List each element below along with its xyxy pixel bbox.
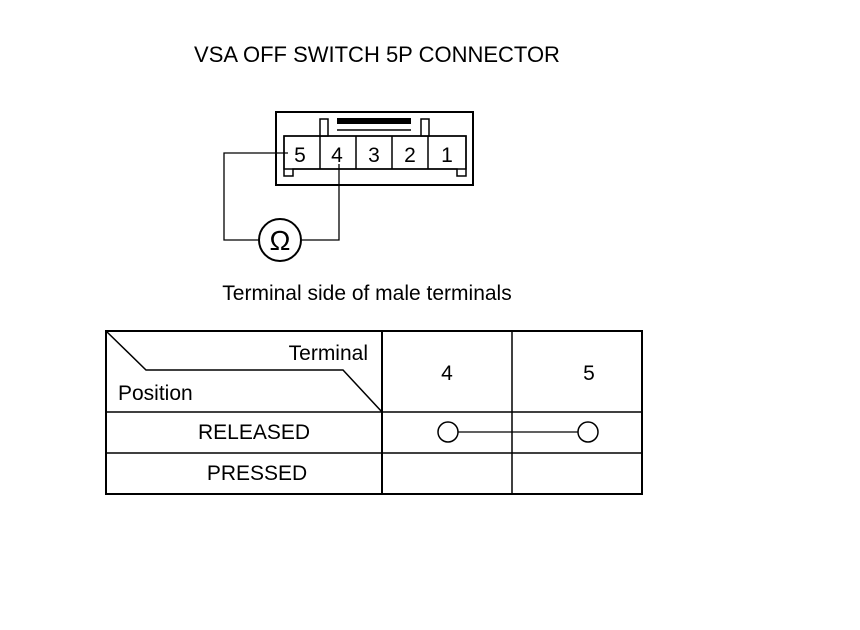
pin-label-3: 3 (368, 144, 380, 167)
pin-label-1: 1 (441, 144, 453, 167)
terminal-column-5: 5 (583, 362, 595, 385)
position-pressed: PRESSED (207, 462, 307, 485)
terminal-side-caption: Terminal side of male terminals (222, 282, 511, 305)
connector-5p: 5 4 3 2 1 (275, 111, 474, 186)
connector-tab-left (319, 118, 329, 137)
continuity-node-terminal-5 (577, 421, 599, 443)
header-diagonal-line (105, 330, 383, 413)
pin-label-4: 4 (331, 144, 343, 167)
pin-label-5: 5 (294, 144, 306, 167)
connector-tab-right (420, 118, 430, 137)
header-position-label: Position (118, 382, 193, 405)
header-terminal-label: Terminal (289, 342, 368, 365)
continuity-connection (437, 421, 599, 443)
meter-lead-pin5 (223, 152, 288, 241)
diagram-title: VSA OFF SWITCH 5P CONNECTOR (194, 42, 560, 67)
ohm-symbol: Ω (270, 225, 291, 256)
position-released: RELEASED (198, 421, 310, 444)
connector-housing (275, 111, 474, 186)
ohmmeter-circle (258, 218, 302, 262)
connector-latch (337, 118, 411, 124)
pin-label-2: 2 (404, 144, 416, 167)
continuity-node-terminal-4 (437, 421, 459, 443)
terminal-column-4: 4 (441, 362, 453, 385)
continuity-table: Terminal Position 4 5 RELEASED PRESSED (105, 330, 643, 495)
ohmmeter-icon: Ω (258, 218, 302, 262)
meter-lead-pin4 (302, 164, 340, 241)
